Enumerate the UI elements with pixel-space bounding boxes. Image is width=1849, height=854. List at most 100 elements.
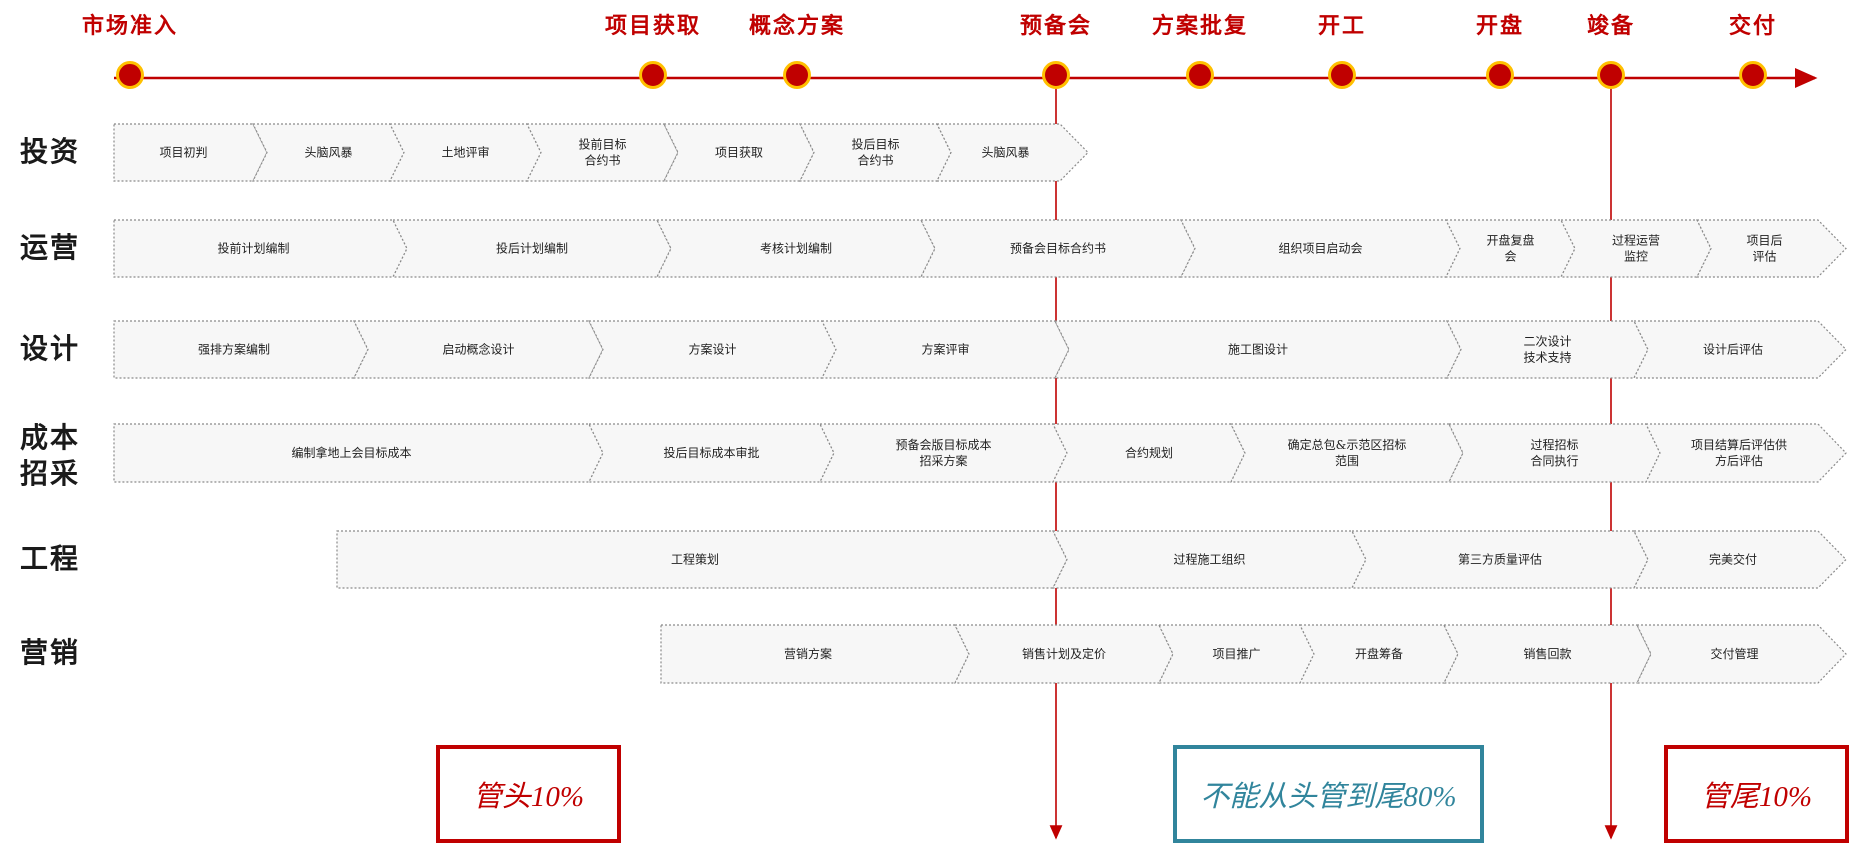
- process-step-chevron: [113, 320, 369, 379]
- process-step-chevron: [113, 423, 604, 483]
- process-step-label: 营销方案: [784, 646, 832, 661]
- process-step-chevron: [1633, 320, 1847, 379]
- process-step-label: 项目后: [1746, 234, 1782, 248]
- process-step-label: 过程施工组织: [1173, 552, 1245, 567]
- process-step-label: 组织项目启动会: [1278, 242, 1362, 256]
- swimlane-row: 工程策划 过程施工组织 第三方质量评估 完美交付: [336, 530, 1847, 589]
- process-step-label: 投后计划编制: [496, 241, 568, 256]
- milestone-dot: [116, 61, 144, 89]
- milestone-label: 市场准入: [81, 13, 179, 39]
- row-label: 营销: [20, 636, 81, 669]
- swimlane-row: 营销方案 销售计划及定价 项目推广 开盘筹备 销售回款 交付管理: [660, 624, 1847, 684]
- process-step-label: 项目初判: [159, 146, 207, 160]
- process-step-label: 开盘筹备: [1355, 646, 1403, 661]
- process-step-chevron: [1560, 219, 1712, 278]
- process-step-label: 合约规划: [1125, 445, 1173, 460]
- process-step-chevron: [1645, 423, 1847, 483]
- process-step-label: 强排方案编制: [198, 342, 270, 357]
- process-step-label: 销售回款: [1523, 646, 1571, 661]
- process-step-label: 确定总包&示范区招标: [1288, 437, 1407, 452]
- process-step-chevron: [336, 530, 1068, 589]
- milestone-label: 项目获取: [604, 13, 702, 39]
- milestone-label: 开工: [1317, 13, 1367, 39]
- process-step-chevron: [660, 624, 970, 684]
- process-step-label: 评估: [1752, 250, 1776, 264]
- milestone-dot: [1739, 61, 1767, 89]
- process-step-label: 合约书: [857, 153, 893, 168]
- milestone-dot: [1328, 61, 1356, 89]
- process-step-label: 土地评审: [441, 145, 489, 160]
- process-step-label: 范围: [1335, 454, 1359, 468]
- row-label: 成本: [20, 421, 81, 454]
- process-step-label: 启动概念设计: [442, 342, 514, 357]
- process-step-chevron: [1633, 530, 1847, 589]
- process-step-chevron: [353, 320, 604, 379]
- process-step-chevron: [1696, 219, 1847, 278]
- process-step-label: 投前计划编制: [217, 241, 289, 256]
- process-step-label: 工程策划: [671, 552, 719, 567]
- process-step-label: 编制拿地上会目标成本: [291, 445, 411, 460]
- process-step-chevron: [1448, 423, 1661, 483]
- process-step-label: 预备会目标合约书: [1010, 241, 1106, 256]
- process-step-label: 完美交付: [1709, 552, 1757, 567]
- process-step-label: 方后评估: [1715, 453, 1763, 468]
- process-step-chevron: [588, 423, 835, 483]
- process-step-label: 二次设计: [1523, 335, 1571, 349]
- process-step-label: 施工图设计: [1228, 343, 1288, 357]
- process-step-chevron: [113, 219, 408, 278]
- milestone-dot: [1597, 61, 1625, 89]
- milestone-label: 概念方案: [748, 13, 846, 39]
- process-step-chevron: [1446, 320, 1649, 379]
- process-step-chevron: [1052, 530, 1367, 589]
- milestone-dot: [1042, 61, 1070, 89]
- process-step-chevron: [1445, 219, 1576, 278]
- process-step-label: 合约书: [584, 153, 620, 168]
- process-step-chevron: [526, 123, 679, 182]
- process-step-label: 开盘复盘: [1486, 233, 1534, 248]
- process-step-label: 项目推广: [1212, 647, 1260, 661]
- milestone-label: 方案批复: [1151, 13, 1249, 39]
- milestone-label: 交付: [1728, 13, 1778, 39]
- process-step-chevron: [1230, 423, 1464, 483]
- process-step-label: 交付管理: [1710, 646, 1758, 661]
- process-step-label: 招采方案: [919, 453, 967, 468]
- swimlane-row: 项目初判头脑风暴土地评审投前目标合约书项目获取投后目标合约书头脑风暴: [113, 123, 1089, 182]
- row-label: 工程: [20, 542, 81, 575]
- note-box: 不能从头管到尾80%: [1173, 745, 1484, 843]
- process-step-chevron: [113, 123, 268, 182]
- process-step-label: 过程招标: [1530, 437, 1578, 452]
- process-step-label: 考核计划编制: [760, 241, 832, 256]
- process-step-label: 预备会版目标成本: [895, 438, 991, 452]
- milestone-dot: [1486, 61, 1514, 89]
- milestone-label: 竣备: [1586, 13, 1636, 39]
- note-box: 管头10%: [436, 745, 621, 843]
- milestone-label: 预备会: [1019, 13, 1093, 39]
- process-step-chevron: [819, 423, 1068, 483]
- swimlane-row: 投前计划编制投后计划编制考核计划编制预备会目标合约书组织项目启动会开盘复盘会过程…: [113, 219, 1847, 278]
- process-step-label: 过程运营: [1612, 233, 1660, 248]
- row-label: 运营: [20, 231, 81, 264]
- process-step-label: 项目获取: [715, 146, 763, 160]
- process-step-label: 技术支持: [1523, 350, 1571, 365]
- process-step-label: 投前目标: [578, 137, 626, 152]
- row-label: 设计: [20, 332, 81, 365]
- process-step-label: 方案设计: [688, 342, 736, 357]
- row-label: 投资: [20, 135, 81, 168]
- process-step-chevron: [1636, 624, 1847, 684]
- milestone-dot: [783, 61, 811, 89]
- process-step-label: 投后目标: [851, 137, 899, 152]
- process-step-label: 头脑风暴: [304, 146, 352, 160]
- process-step-label: 头脑风暴: [981, 146, 1029, 160]
- process-step-label: 投后目标成本审批: [663, 445, 759, 460]
- milestone-label: 开盘: [1475, 13, 1525, 39]
- note-box: 管尾10%: [1664, 745, 1849, 843]
- row-label: 招采: [20, 457, 81, 490]
- process-step-label: 方案评审: [921, 342, 969, 357]
- process-step-label: 销售计划及定价: [1022, 646, 1106, 661]
- process-step-label: 项目结算后评估供: [1691, 437, 1787, 452]
- process-step-label: 第三方质量评估: [1458, 552, 1542, 567]
- process-step-label: 设计后评估: [1703, 343, 1763, 357]
